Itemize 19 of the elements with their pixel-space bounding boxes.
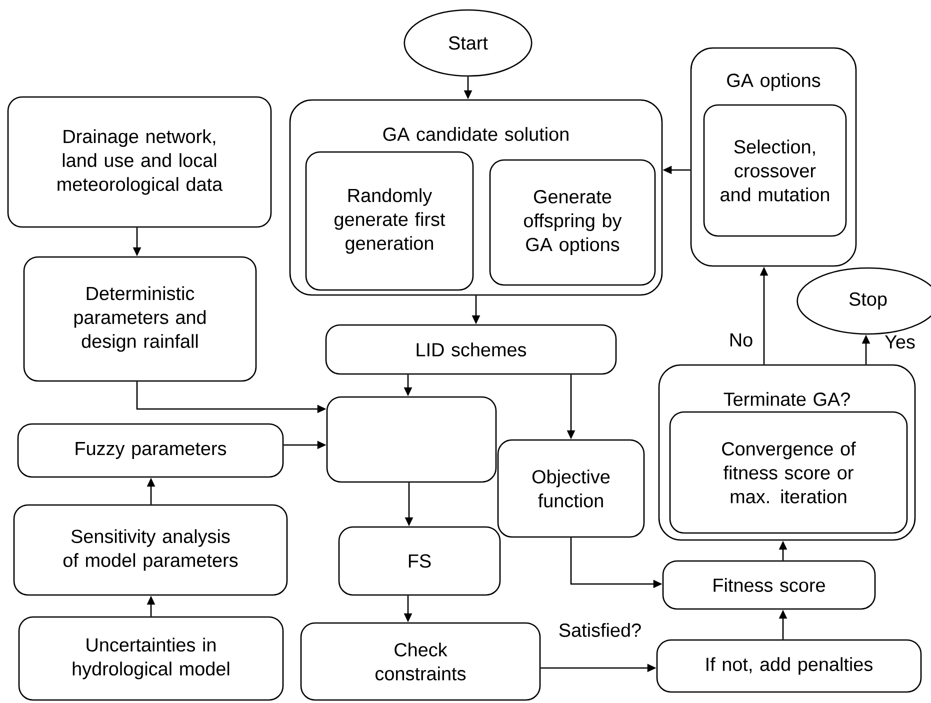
process-box: LID schemes — [325, 324, 617, 375]
process-box: Fitness score — [662, 560, 876, 610]
decision-box: Check constraints — [300, 622, 541, 701]
process-box: Objective function — [497, 439, 645, 538]
process-box: Fuzzy parameters — [17, 423, 284, 478]
process-box: Generate offspring by GA options — [489, 159, 656, 286]
process-box: FS — [338, 526, 501, 596]
process-box: Deterministic parameters and design rainfall — [23, 256, 257, 382]
process-box: Uncertainties in hydrological model — [18, 616, 284, 701]
edge-label: Yes — [884, 334, 916, 350]
process-box: Convergence of fitness score or max. iteration — [669, 411, 908, 534]
process-box: Selection, crossover and mutation — [703, 104, 847, 237]
process-box: If not, add penalties — [656, 639, 922, 693]
process-box: Sensitivity analysis of model parameters — [13, 504, 288, 596]
input-box: Drainage network, land use and local meteorological data — [7, 96, 272, 228]
edge-label: No — [728, 332, 754, 348]
edge-label: Satisfied? — [557, 622, 643, 638]
process-box: Randomly generate first generation — [305, 151, 474, 291]
process-box — [326, 396, 497, 483]
